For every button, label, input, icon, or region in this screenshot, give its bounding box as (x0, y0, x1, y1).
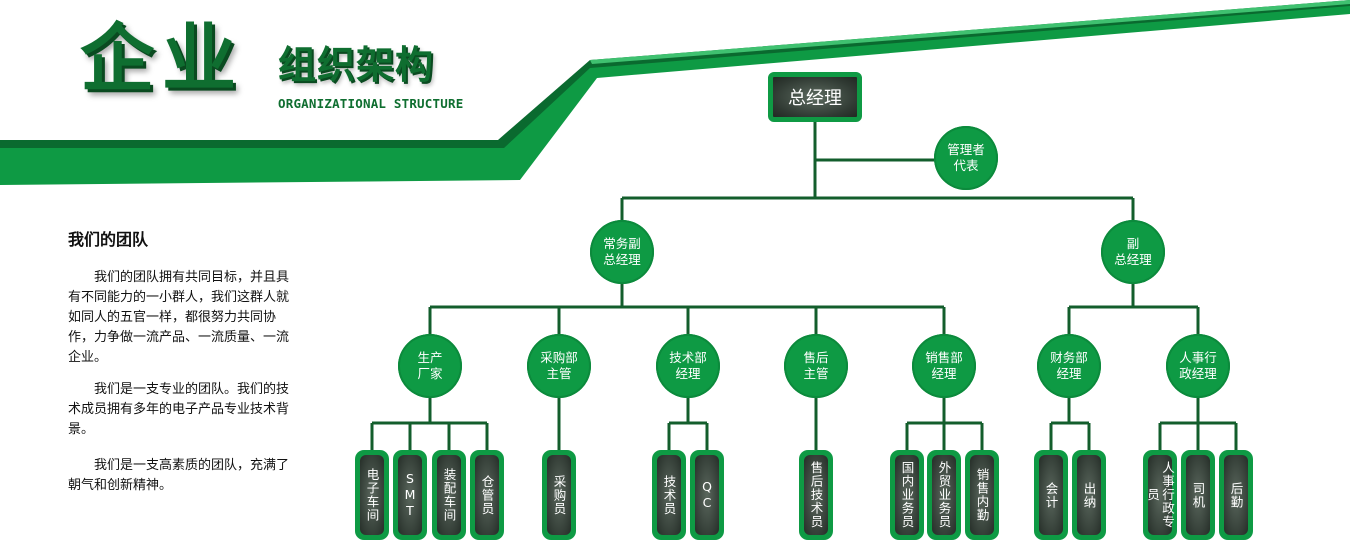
banner-band-main (0, 6, 1350, 185)
node-label-line: 生产 (417, 350, 443, 365)
team-heading: 我们的团队 (68, 230, 149, 249)
staff-label: 销售内勤 (970, 455, 994, 535)
node-label-line: 总经理 (603, 252, 641, 267)
team-paragraph-3: 我们是一支高素质的团队，充满了朝气和创新精神。 (68, 458, 290, 493)
staff-label: 外贸业务员 (932, 455, 956, 535)
org-node-staff: 司机 (1181, 450, 1215, 540)
team-paragraph-1: 我们的团队拥有共同目标，并且具有不同能力的一小群人，我们这群人就如同人的五官一样… (68, 270, 290, 365)
org-node-staff: 销售内勤 (965, 450, 999, 540)
org-node-advisor: 管理者代表 (934, 126, 998, 190)
staff-label: 采购员 (547, 455, 571, 535)
org-node-deputy: 副总经理 (1101, 220, 1165, 284)
node-label-line: 管理者 (947, 142, 985, 157)
node-label-line: 副 (1126, 236, 1140, 251)
org-node-department: 销售部经理 (912, 334, 976, 398)
org-node-staff: 采购员 (542, 450, 576, 540)
node-label-line: 常务副 (603, 236, 641, 251)
org-node-department: 技术部经理 (656, 334, 720, 398)
staff-label: 人事行政专员 (1145, 455, 1175, 535)
node-label-line: 售后 (803, 350, 829, 365)
org-node-staff: QC (690, 450, 724, 540)
title-english: ORGANIZATIONAL STRUCTURE (278, 96, 464, 111)
node-label-line: 人事行 (1179, 350, 1217, 365)
node-label-line: 代表 (953, 158, 979, 173)
org-node-staff: 国内业务员 (890, 450, 924, 540)
org-node-department: 采购部主管 (527, 334, 591, 398)
title-org-structure: 组织架构 (278, 43, 435, 87)
org-node-staff: 出纳 (1072, 450, 1106, 540)
org-node-staff: 后勤 (1219, 450, 1253, 540)
node-label-line: 主管 (803, 366, 829, 381)
staff-label: 技术员 (657, 455, 681, 535)
org-node-staff: 电子车间 (355, 450, 389, 540)
node-label-line: 主管 (546, 366, 572, 381)
org-node-staff: 人事行政专员 (1143, 450, 1177, 540)
node-label-line: 经理 (1056, 366, 1082, 381)
node-label-line: 经理 (675, 366, 701, 381)
title-enterprise: 企业 (80, 16, 244, 102)
node-label-line: 销售部 (925, 350, 963, 365)
staff-label: 电子车间 (360, 455, 384, 535)
org-node-staff: 仓管员 (470, 450, 504, 540)
org-node-department: 人事行政经理 (1166, 334, 1230, 398)
staff-label: 后勤 (1224, 455, 1248, 535)
node-label-line: 总经理 (1114, 252, 1152, 267)
node-label-line: 财务部 (1050, 350, 1088, 365)
staff-label: 司机 (1186, 455, 1210, 535)
org-node-staff: 装配车间 (432, 450, 466, 540)
staff-label: 仓管员 (475, 455, 499, 535)
org-node-staff: 会计 (1034, 450, 1068, 540)
staff-label: 出纳 (1077, 455, 1101, 535)
team-paragraph-2: 我们是一支专业的团队。我们的技术成员拥有多年的电子产品专业技术背景。 (68, 382, 290, 437)
org-node-staff: 外贸业务员 (927, 450, 961, 540)
node-label-line: 政经理 (1179, 366, 1217, 381)
org-node-staff: SMT (393, 450, 427, 540)
node-label-line: 技术部 (669, 350, 707, 365)
staff-label: 会计 (1039, 455, 1063, 535)
org-node-general-manager: 总经理 (768, 72, 862, 122)
org-node-staff: 售后技术员 (799, 450, 833, 540)
node-label-line: 厂家 (417, 366, 443, 381)
banner-band-highlight (590, 0, 1350, 64)
org-node-deputy: 常务副总经理 (590, 220, 654, 284)
org-node-staff: 技术员 (652, 450, 686, 540)
node-label-line: 采购部 (540, 350, 578, 365)
staff-label: 售后技术员 (804, 455, 828, 535)
staff-label: QC (695, 455, 719, 535)
org-node-department: 售后主管 (784, 334, 848, 398)
node-label-line: 经理 (931, 366, 957, 381)
org-node-department: 生产厂家 (398, 334, 462, 398)
org-node-department: 财务部经理 (1037, 334, 1101, 398)
staff-label: 国内业务员 (895, 455, 919, 535)
staff-label: 装配车间 (437, 455, 461, 535)
staff-label: SMT (398, 455, 422, 535)
